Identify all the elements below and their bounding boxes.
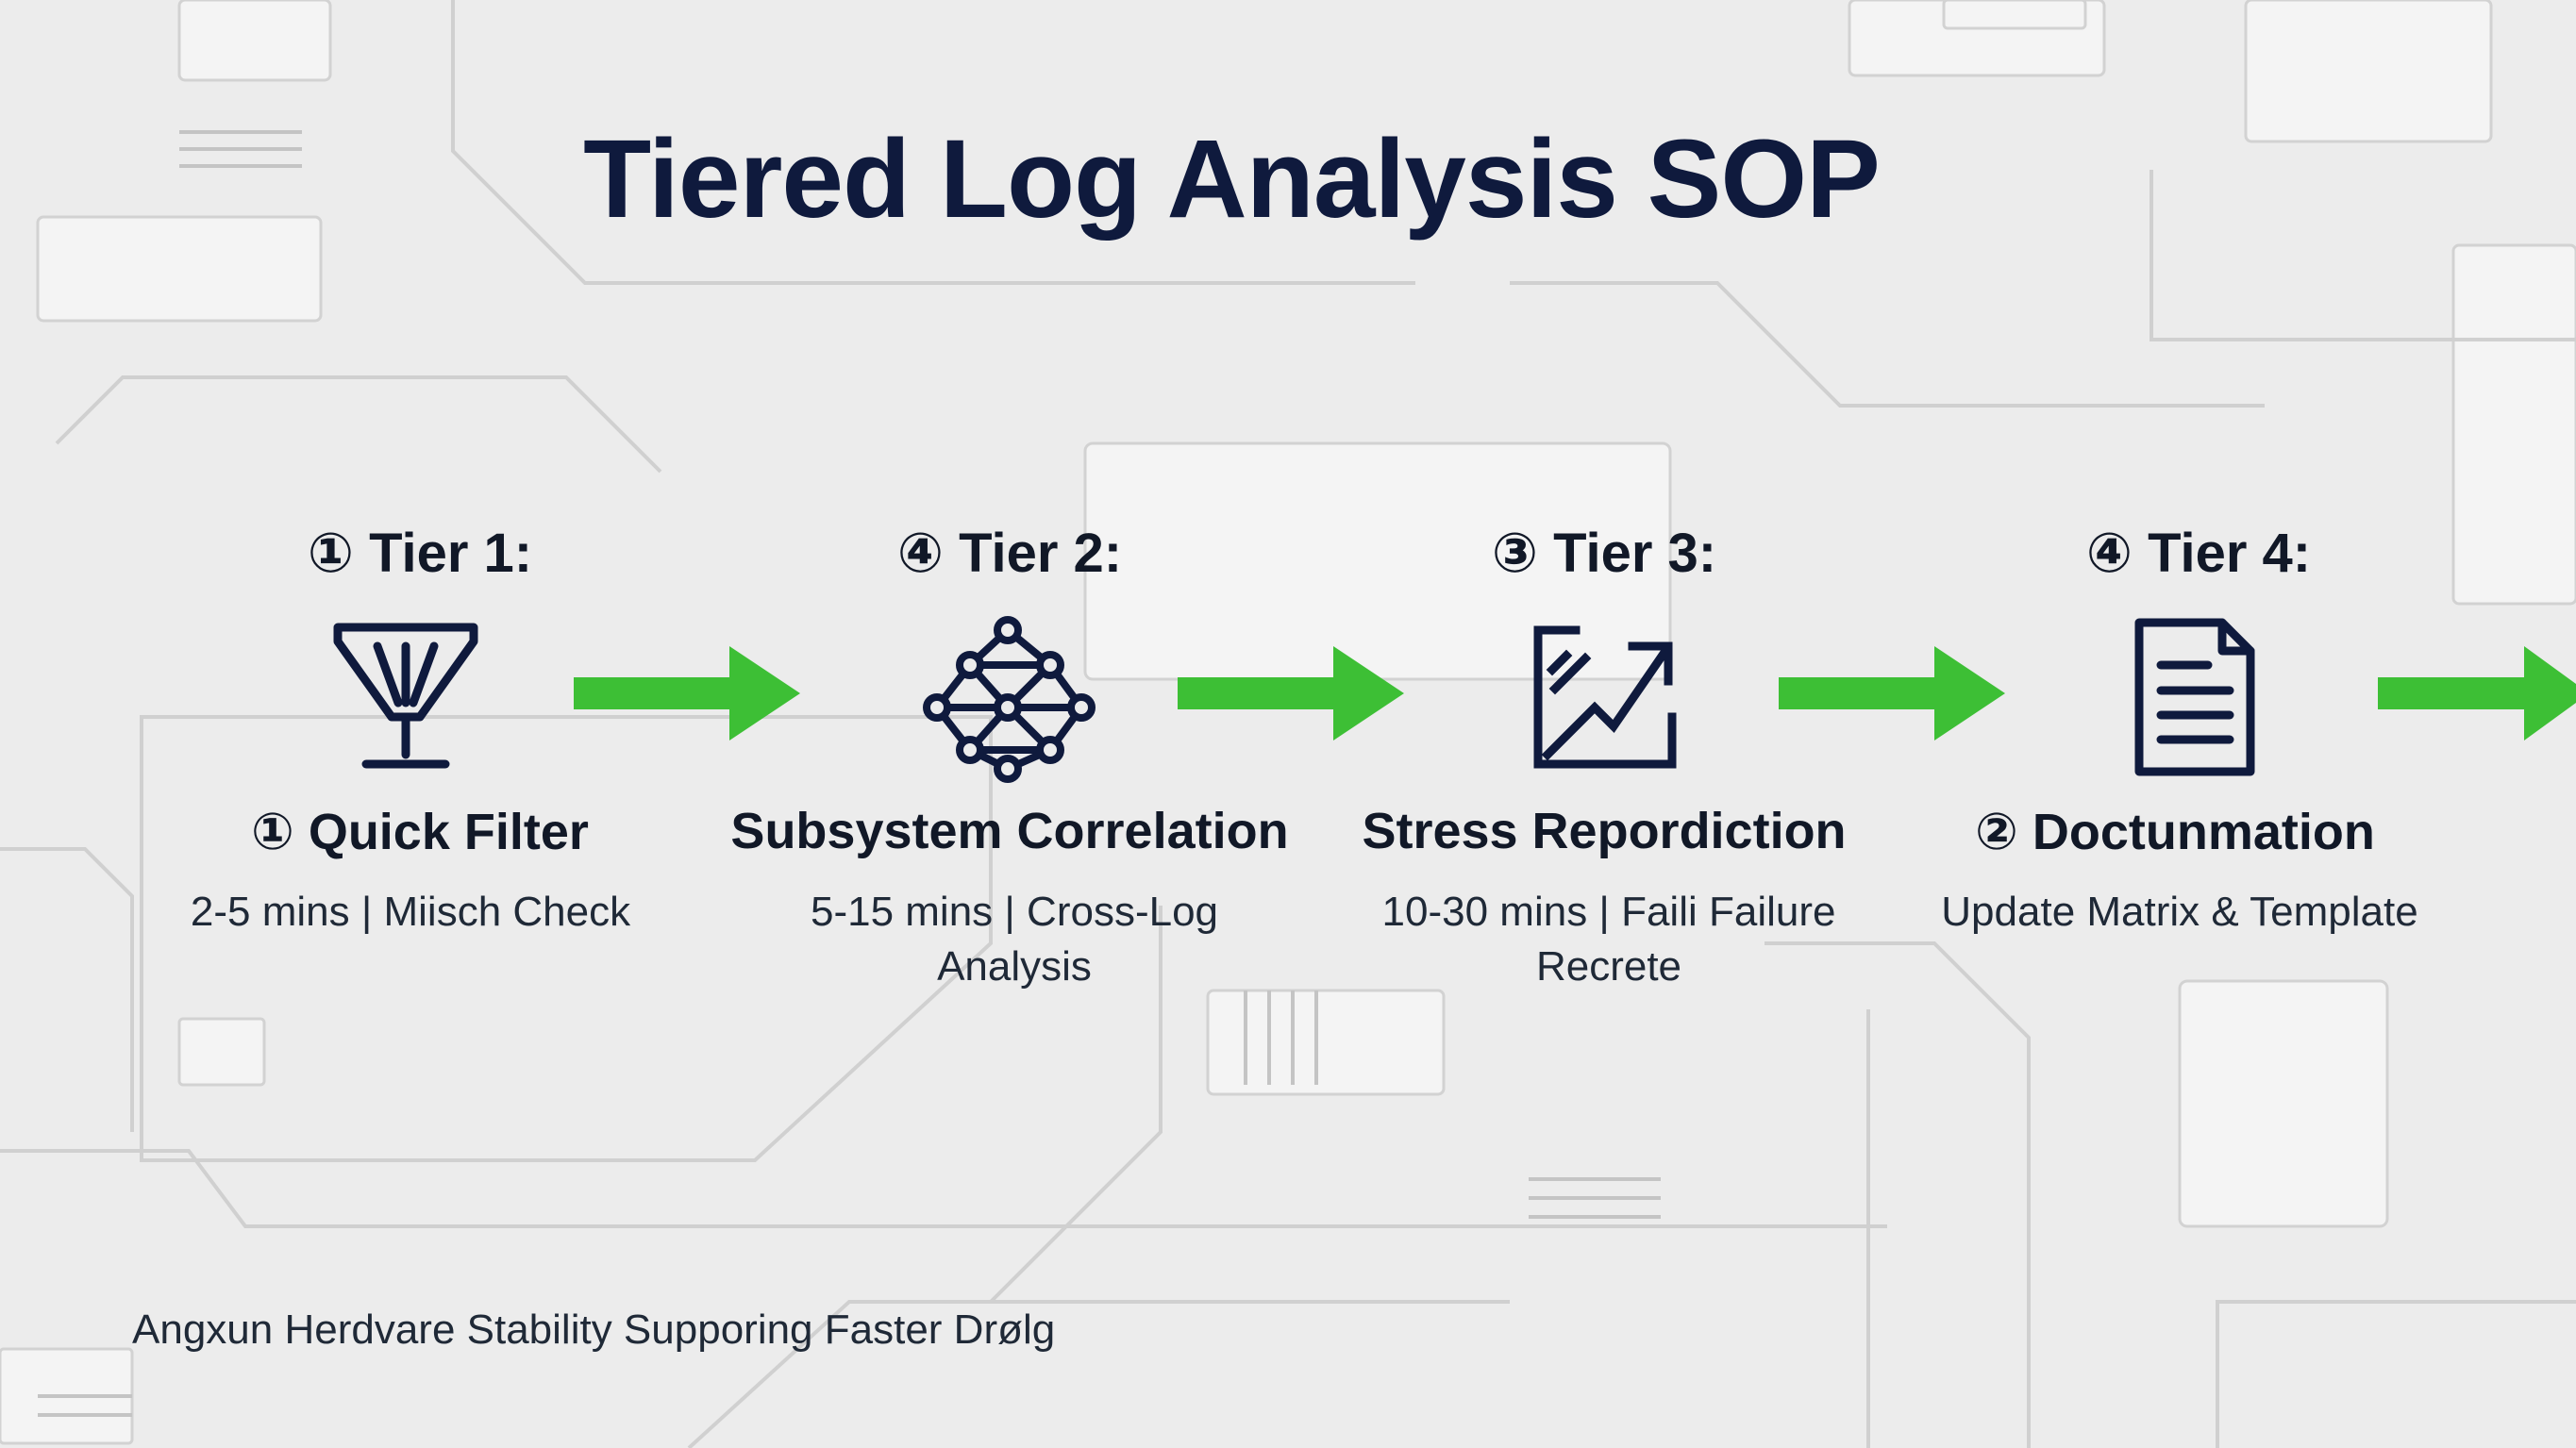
tier-4-title: ② Doctunmation — [1975, 804, 2375, 860]
tier-1-label: ① Tier 1: — [307, 523, 533, 584]
arrow-right-icon — [1178, 646, 1404, 741]
tier-3-description: 10-30 mins | Faili Failure Recrete — [1381, 889, 1836, 990]
arrow-right-icon — [2378, 646, 2576, 741]
tier-3-title: Stress Repordiction — [1362, 803, 1847, 859]
tier-2-label: ④ Tier 2: — [896, 523, 1123, 584]
tier-1-title: ① Quick Filter — [251, 804, 589, 860]
arrow-right-icon — [1779, 646, 2005, 741]
footer-tagline: Angxun Herdvare Stability Supporing Fast… — [132, 1307, 1056, 1353]
tier-4-label: ④ Tier 4: — [2085, 523, 2312, 584]
tier-1-description: 2-5 mins | Miisch Check — [190, 889, 631, 935]
tier-3-label: ③ Tier 3: — [1491, 523, 1717, 584]
tier-4-description: Update Matrix & Template — [1941, 889, 2418, 935]
stress-chart-icon — [1533, 625, 1677, 769]
tier-2-description: 5-15 mins | Cross-Log Analysis — [810, 889, 1219, 990]
arrow-right-icon — [574, 646, 800, 741]
page-title: Tiered Log Analysis SOP — [583, 117, 1881, 241]
tier-2-title: Subsystem Correlation — [730, 803, 1289, 859]
funnel-icon — [333, 623, 478, 769]
network-icon — [923, 616, 1096, 783]
document-icon — [2134, 618, 2255, 776]
